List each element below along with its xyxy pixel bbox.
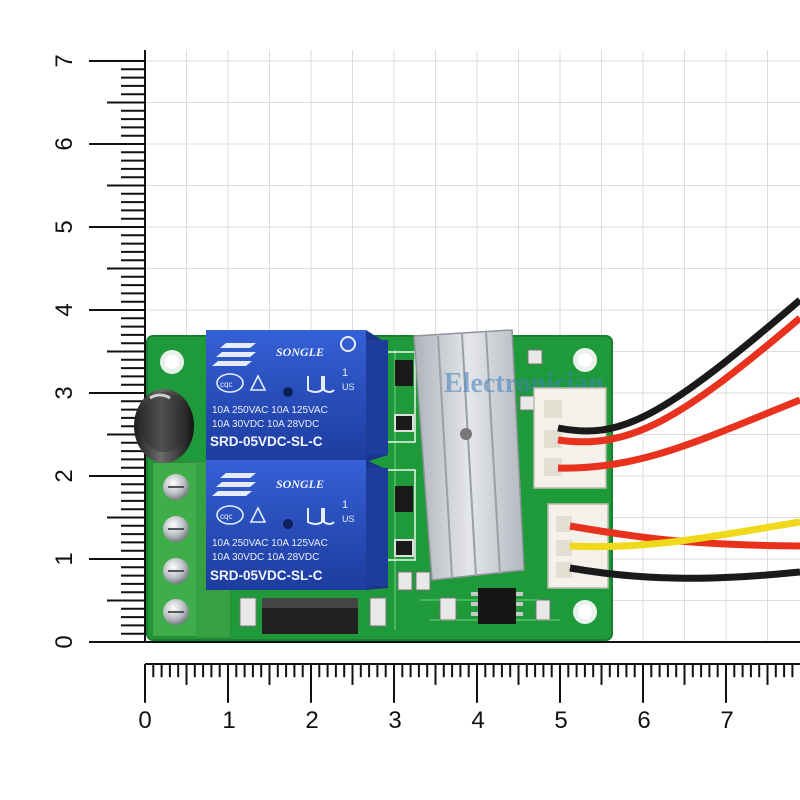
heatsink — [413, 329, 525, 581]
vertical-ruler-labels: 0 1 2 3 4 5 6 7 — [51, 54, 78, 648]
ul-mark-icon — [307, 508, 335, 525]
relay-1-spec1: 10A 250VAC 10A 125VAC — [212, 405, 328, 416]
x-label: 7 — [720, 707, 733, 734]
mounting-hole — [573, 348, 597, 372]
wire-red — [557, 396, 800, 472]
terminal-screw-icon — [163, 558, 189, 584]
x-label: 3 — [388, 707, 401, 734]
relay-2-spec2: 10A 30VDC 10A 28VDC — [212, 552, 319, 563]
y-label: 5 — [51, 220, 78, 233]
wire-yellow — [569, 518, 800, 551]
terminal-screw-icon — [163, 516, 189, 542]
vertical-ruler — [89, 50, 146, 643]
cqc-mark-icon — [216, 373, 244, 393]
relay-1-hole-icon — [283, 387, 293, 397]
relay-2-pin: 1 — [342, 499, 348, 511]
terminal-screw-icon — [163, 474, 189, 500]
relay-1-model: SRD-05VDC-SL-C — [210, 434, 323, 449]
mounting-hole — [160, 350, 184, 374]
relay-1-spec2: 10A 30VDC 10A 28VDC — [212, 419, 319, 430]
y-label: 0 — [51, 635, 78, 648]
relay-2-hole-icon — [283, 519, 293, 529]
horizontal-ruler — [144, 641, 800, 703]
relay-2-spec1: 10A 250VAC 10A 125VAC — [212, 538, 328, 549]
ul-mark-icon — [307, 376, 335, 393]
x-label: 6 — [637, 707, 650, 734]
smd-components — [239, 349, 551, 634]
wires — [557, 297, 800, 582]
y-label: 6 — [51, 137, 78, 150]
heatsink-screw-icon — [460, 428, 472, 440]
x-label: 4 — [471, 707, 484, 734]
relay-1-brand: SONGLE — [276, 345, 324, 359]
wire-red — [557, 315, 800, 446]
svg-text:cqc: cqc — [220, 512, 232, 521]
relay-2-cert: US — [342, 514, 355, 524]
relay-1-pin: 1 — [342, 367, 348, 379]
y-label: 3 — [51, 386, 78, 399]
relay-1-coil-mark-icon — [340, 336, 356, 352]
songle-logo-icon — [212, 343, 256, 366]
songle-logo-icon — [212, 473, 256, 496]
wire-black — [569, 564, 800, 582]
cqc-mark-icon — [216, 505, 244, 525]
y-label: 1 — [51, 552, 78, 565]
ic-chip — [471, 588, 523, 624]
horizontal-ruler-labels: 0 1 2 3 4 5 6 7 — [138, 707, 733, 734]
relay-2-model: SRD-05VDC-SL-C — [210, 568, 323, 583]
relay-1-cert: US — [342, 382, 355, 392]
mounting-hole — [573, 600, 597, 624]
electrolytic-capacitor — [134, 389, 194, 463]
warning-triangle-icon — [249, 374, 267, 391]
diode — [262, 598, 358, 634]
y-label: 2 — [51, 469, 78, 482]
warning-triangle-icon — [249, 506, 267, 523]
x-label: 1 — [222, 707, 235, 734]
terminal-screw-icon — [163, 599, 189, 625]
relay-1: SONGLE 1 US cqc 10A 250VAC 10A 125VAC 10… — [206, 330, 388, 462]
x-label: 0 — [138, 707, 151, 734]
y-label: 4 — [51, 303, 78, 316]
svg-text:cqc: cqc — [220, 380, 232, 389]
x-label: 2 — [305, 707, 318, 734]
x-label: 5 — [554, 707, 567, 734]
y-label: 7 — [51, 54, 78, 67]
relay-2: SONGLE 1 US cqc 10A 250VAC 10A 125VAC 10… — [206, 460, 388, 590]
wire-black — [557, 297, 800, 435]
relay-2-brand: SONGLE — [276, 477, 324, 491]
